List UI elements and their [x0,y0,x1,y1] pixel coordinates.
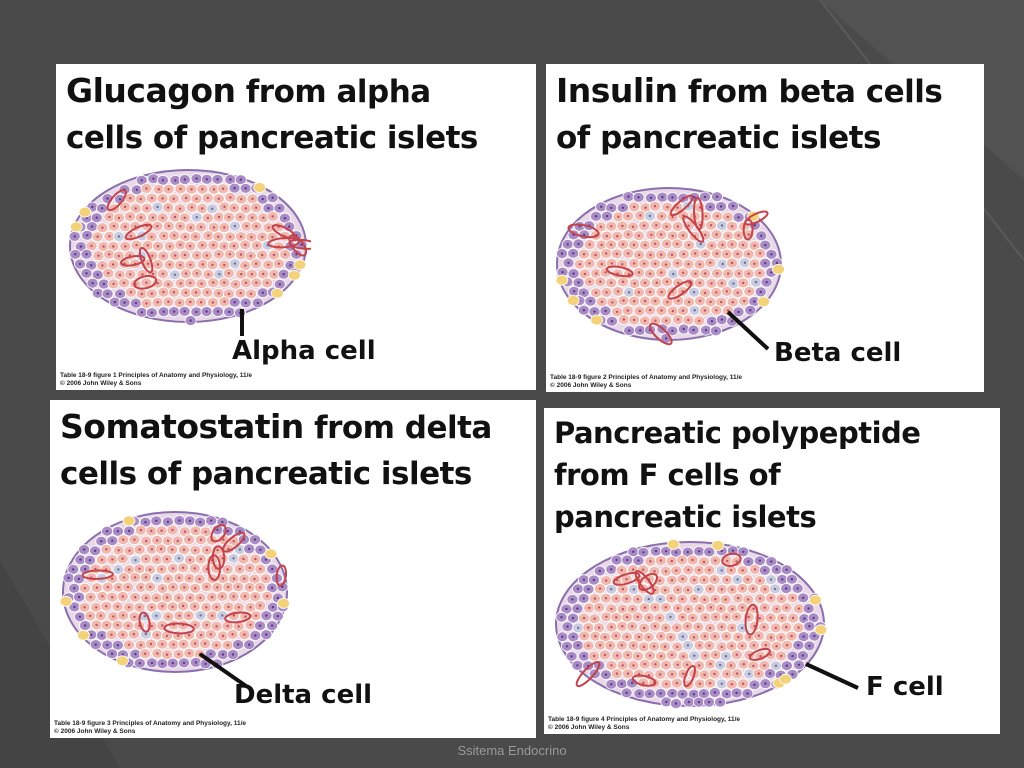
title-line-2: from F cells of [554,458,781,492]
figure-credit: Table 18-9 figure 4 Principles of Anatom… [548,716,741,731]
figure-credit: Table 18-9 figure 1 Principles of Anatom… [60,372,253,387]
panel-somatostatin: Somatostatin from delta cells of pancrea… [50,400,536,738]
panel-pancreatic-polypeptide: Pancreatic polypeptide from F cells of p… [544,408,1000,734]
islet-illustration [555,538,828,709]
title-rest: from alpha [235,74,431,110]
cell-label: Delta cell [234,680,373,710]
title-line-3: pancreatic islets [554,500,817,534]
hormone-name: Insulin [556,71,678,110]
panel-title: Glucagon from alpha cells of pancreatic … [66,68,530,161]
panel-title: Pancreatic polypeptide from F cells of p… [554,412,994,538]
title-line-2: cells of pancreatic islets [60,456,472,492]
slide-footer: Ssitema Endocrino [457,743,567,758]
figure-credit: Table 18-9 figure 2 Principles of Anatom… [550,374,743,389]
islet-cells [555,538,828,709]
islet-cells [68,169,311,326]
pointer-line [240,309,244,336]
hormone-name: Pancreatic polypeptide [554,416,921,450]
panel-title: Somatostatin from delta cells of pancrea… [60,404,530,497]
pointer-line [198,652,248,688]
title-line-2: of pancreatic islets [556,120,881,156]
hormone-name: Somatostatin [60,407,304,446]
panel-title: Insulin from beta cells of pancreatic is… [556,68,978,161]
title-rest: from beta cells [677,74,943,110]
panel-insulin: Insulin from beta cells of pancreatic is… [546,64,984,392]
pointer-line [726,310,770,351]
cell-label: Alpha cell [232,336,376,366]
title-line-2: cells of pancreatic islets [66,120,478,156]
pointer-line [805,662,859,690]
panel-glucagon: Glucagon from alpha cells of pancreatic … [56,64,536,390]
islet-cells [555,187,785,346]
islet-illustration [68,169,311,326]
cell-label: Beta cell [774,338,902,368]
islet-illustration [555,187,785,346]
islet-cells [59,511,291,673]
cell-label: F cell [866,672,944,702]
hormone-name: Glucagon [66,71,236,110]
title-rest: from delta [303,410,492,446]
figure-credit: Table 18-9 figure 3 Principles of Anatom… [54,720,247,735]
islet-illustration [59,511,291,673]
